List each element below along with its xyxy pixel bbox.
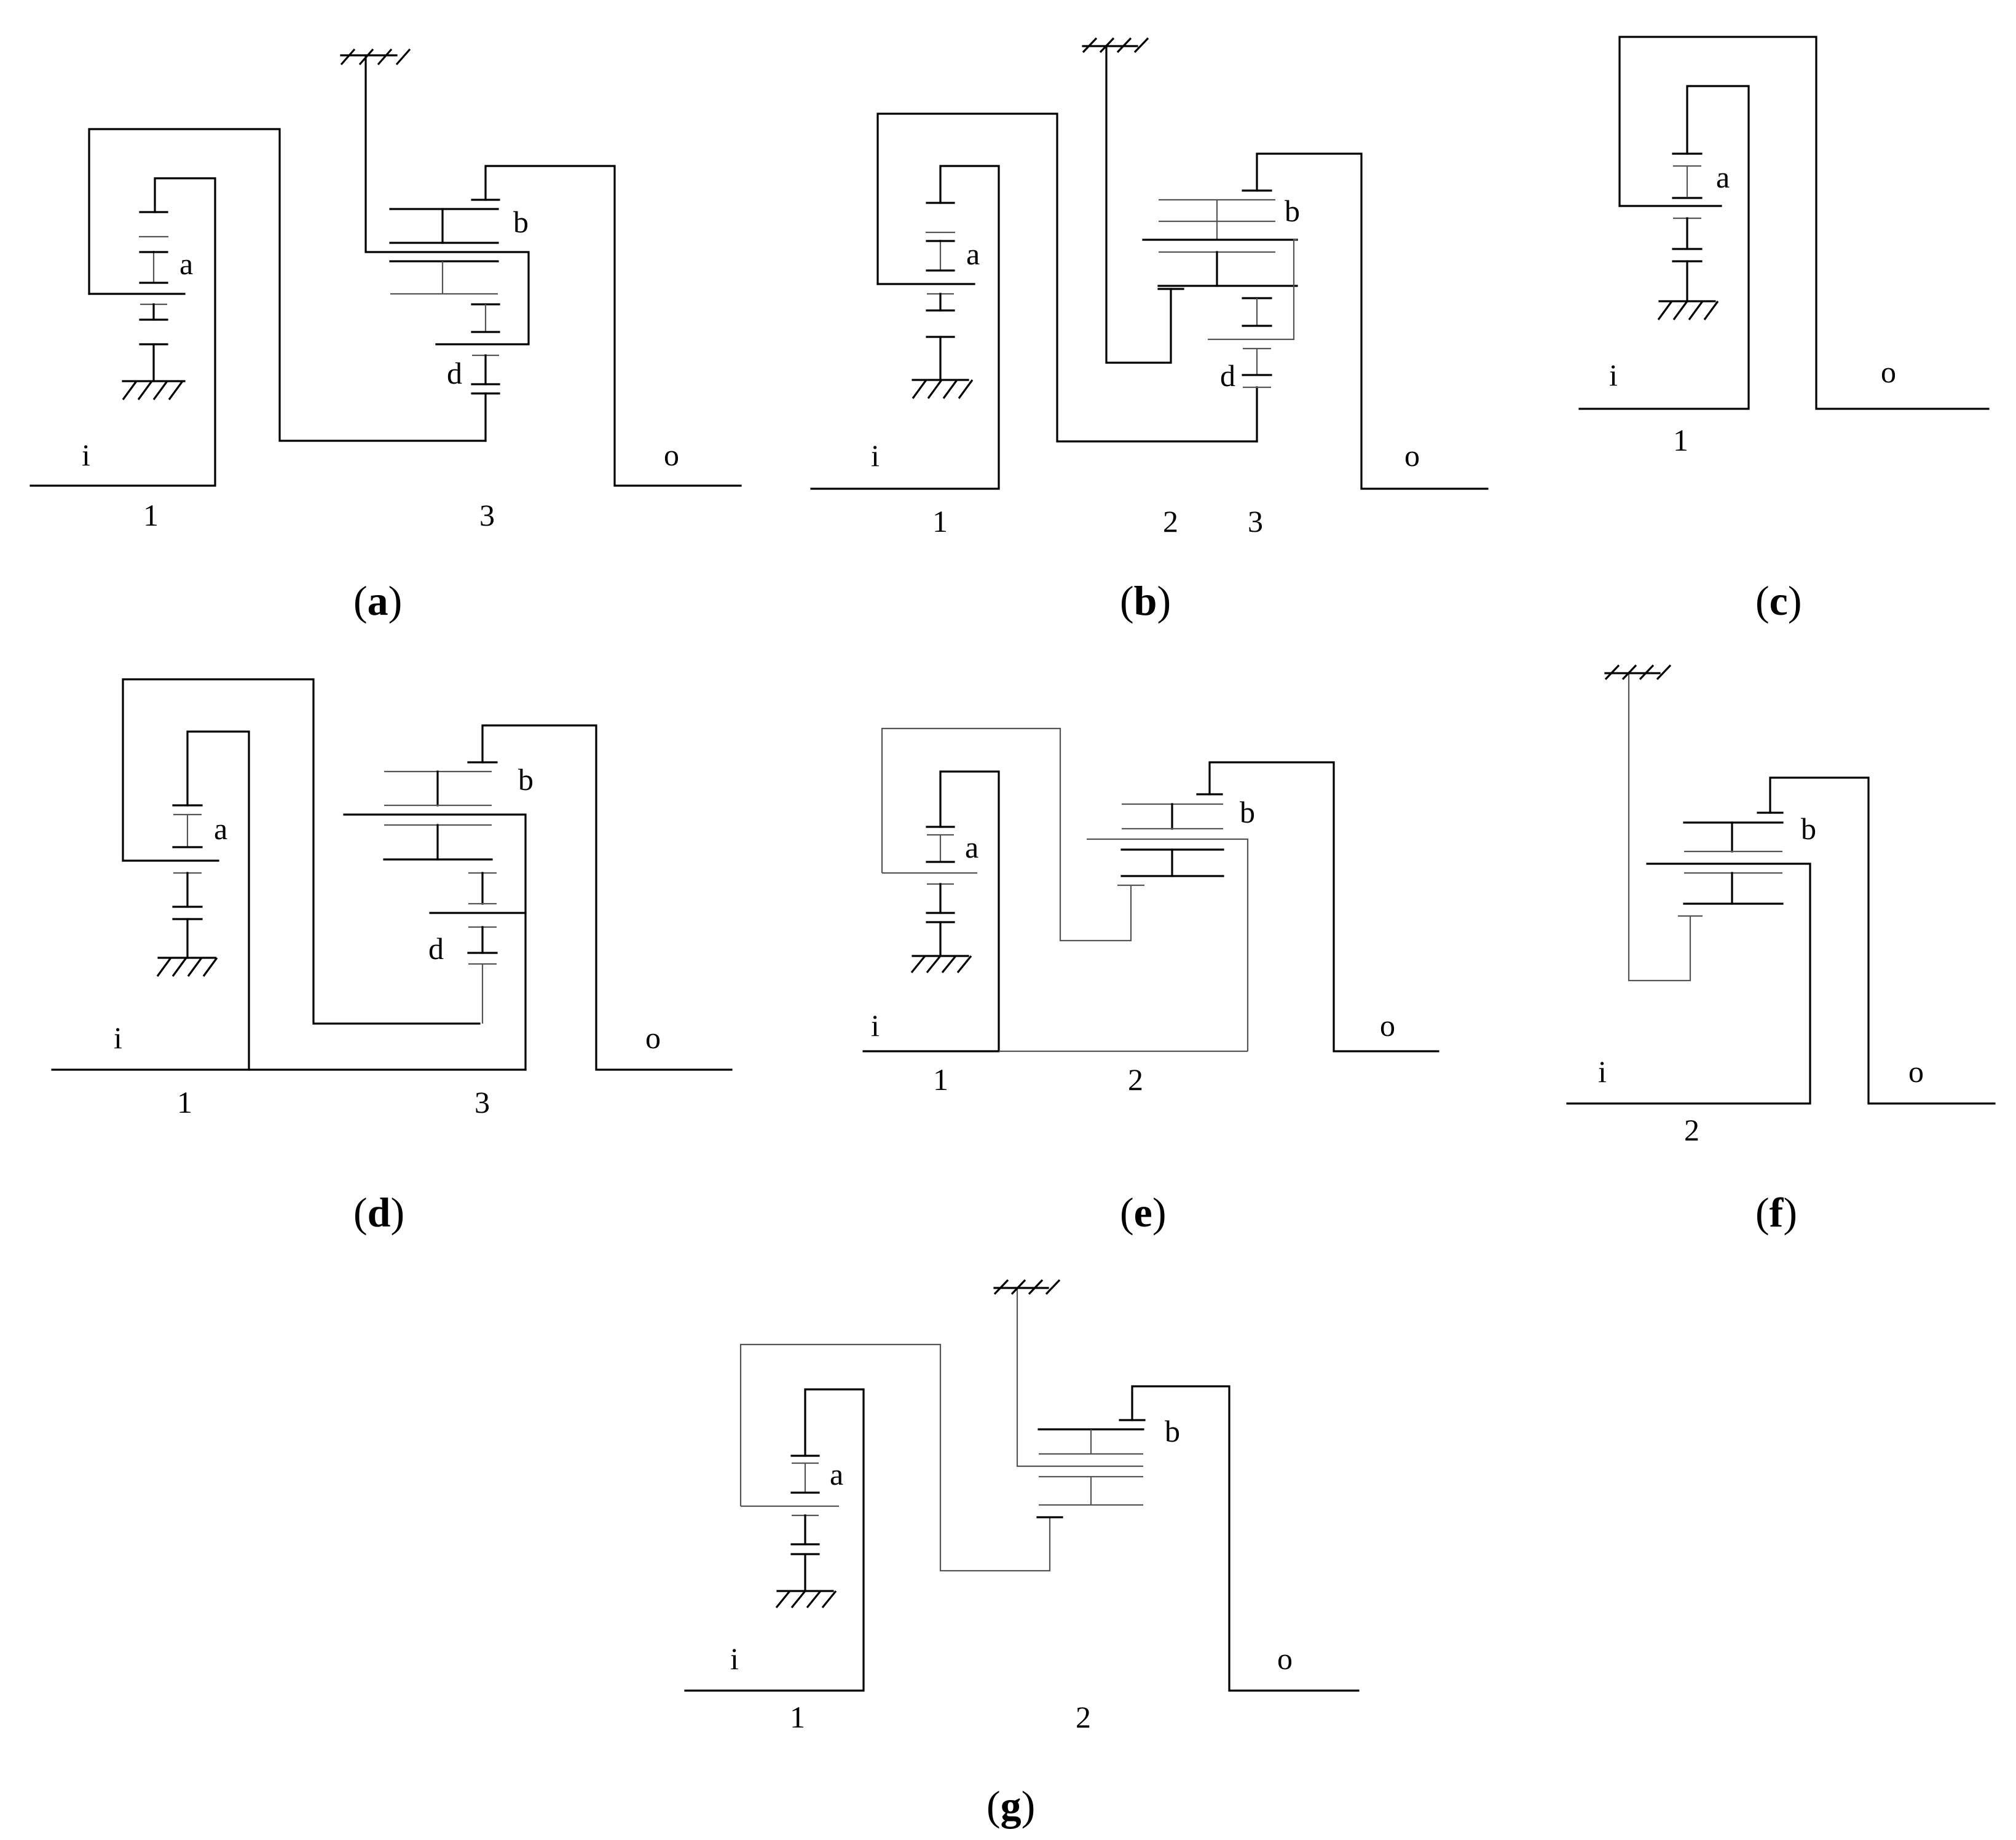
output-label: o	[664, 438, 679, 472]
caption-letter: g	[1001, 1782, 1022, 1829]
mechanism-drawing	[51, 678, 733, 1071]
shaft-number-2: 2	[1076, 1700, 1091, 1734]
gear-label-a: a	[965, 830, 978, 864]
input-label: i	[871, 1008, 880, 1043]
input-label: i	[730, 1641, 739, 1676]
shaft-number-1: 1	[1673, 423, 1688, 457]
gear-label-b: b	[1285, 194, 1300, 228]
caption-letter: b	[1134, 577, 1157, 624]
shaft-number-2: 2	[1128, 1062, 1143, 1097]
panel-caption: (g)	[986, 1782, 1035, 1829]
input-label: i	[1598, 1054, 1607, 1089]
svg-text:(a): (a)	[353, 577, 402, 624]
shaft-number-1: 1	[932, 504, 948, 539]
svg-text:(c): (c)	[1755, 577, 1802, 624]
output-label: o	[1380, 1008, 1395, 1043]
panel-caption: (f)	[1755, 1189, 1797, 1236]
output-label: o	[1404, 438, 1420, 473]
svg-text:(f): (f)	[1755, 1189, 1797, 1236]
mechanism-drawing	[810, 37, 1489, 490]
panel-caption: (d)	[353, 1189, 404, 1236]
input-label: i	[82, 438, 90, 472]
shaft-number-3: 3	[1248, 504, 1263, 539]
gear-label-a: a	[830, 1457, 843, 1491]
input-label: i	[871, 438, 880, 473]
shaft-number-1: 1	[143, 498, 159, 532]
svg-text:(b): (b)	[1120, 577, 1171, 624]
gear-label-b: b	[1165, 1414, 1180, 1448]
panel-d: i o a b d 1 3 (d)	[51, 678, 733, 1236]
panel-c: i o a 1 (c)	[1578, 36, 1990, 624]
svg-text:(d): (d)	[353, 1189, 404, 1236]
output-label: o	[1277, 1641, 1293, 1676]
panel-a: i o a b d 1 3 (a)	[30, 48, 742, 624]
output-label: o	[1908, 1054, 1924, 1089]
svg-text:(e): (e)	[1120, 1189, 1167, 1236]
gear-label-b: b	[513, 205, 529, 239]
shaft-number-1: 1	[933, 1062, 948, 1097]
output-label: o	[1881, 355, 1896, 389]
mechanism-drawing	[1566, 664, 1996, 1105]
shaft-number-1: 1	[790, 1700, 805, 1734]
input-label: i	[114, 1021, 122, 1055]
gear-label-a: a	[214, 811, 227, 846]
shaft-number-2: 2	[1163, 504, 1178, 539]
svg-text:(g): (g)	[986, 1782, 1035, 1829]
gear-label-a: a	[1716, 160, 1730, 194]
panel-caption: (b)	[1120, 577, 1171, 624]
input-label: i	[1609, 358, 1618, 392]
mechanism-drawing	[1578, 36, 1990, 410]
shaft-number-3: 3	[479, 498, 495, 532]
gear-label-a: a	[966, 237, 980, 271]
gear-label-b: b	[1801, 811, 1816, 846]
gear-label-b: b	[518, 762, 534, 797]
caption-letter: f	[1770, 1189, 1784, 1236]
gear-label-a: a	[179, 247, 193, 281]
panel-caption: (c)	[1755, 577, 1802, 624]
mechanism-drawing	[862, 727, 1439, 1052]
gear-label-b: b	[1240, 795, 1255, 829]
gear-label-d: d	[428, 931, 444, 966]
caption-letter: d	[368, 1189, 391, 1236]
panel-f: i o b 2 (f)	[1566, 664, 1996, 1236]
panel-b: i o a b d 1 2 3 (b)	[810, 37, 1489, 624]
shaft-number-1: 1	[177, 1085, 192, 1119]
caption-letter: c	[1770, 577, 1788, 624]
caption-letter: e	[1134, 1189, 1152, 1236]
shaft-number-2: 2	[1684, 1113, 1699, 1147]
output-label: o	[645, 1021, 661, 1055]
shaft-number-3: 3	[474, 1085, 490, 1119]
mechanism-drawing	[684, 1279, 1360, 1692]
gear-label-d: d	[1220, 358, 1235, 393]
gear-label-d: d	[447, 356, 462, 390]
panel-g: i o a b 1 2 (g)	[684, 1279, 1360, 1829]
caption-letter: a	[368, 577, 388, 624]
panel-caption: (a)	[353, 577, 402, 624]
panel-e: i o a b 1 2 (e)	[862, 727, 1439, 1236]
mechanism-drawing	[30, 48, 742, 487]
panel-caption: (e)	[1120, 1189, 1167, 1236]
